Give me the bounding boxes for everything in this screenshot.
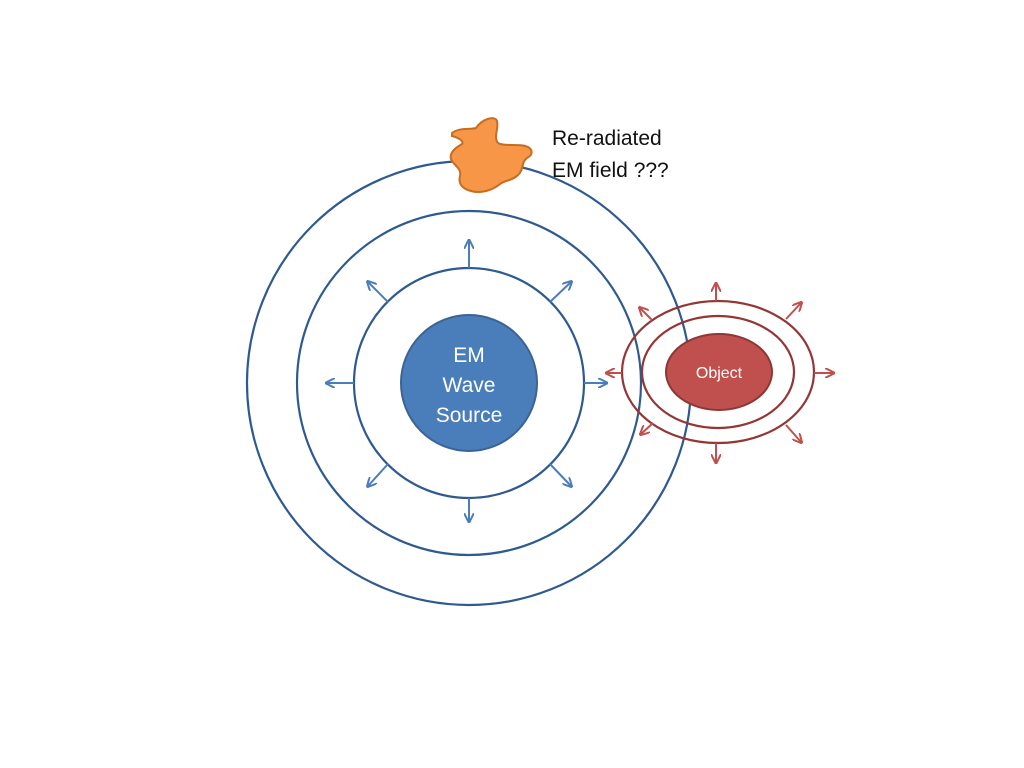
reradiation-blob-icon xyxy=(449,117,533,194)
source-arrow-down-right xyxy=(549,463,571,486)
source-label-line-1: EM xyxy=(453,344,485,367)
object-shape xyxy=(665,333,773,411)
reradiation-annotation: Re-radiated EM field ??? xyxy=(552,127,669,182)
object-arrow-up-left xyxy=(640,308,653,321)
em-wave-source: EM Wave Source xyxy=(400,314,538,452)
source-arrow-up-left xyxy=(368,282,389,303)
object-ring-inner xyxy=(640,314,796,430)
annotation-line-2: EM field ??? xyxy=(552,159,669,182)
source-label-line-2: Wave xyxy=(443,374,496,397)
object-arrow-down-right xyxy=(785,424,801,442)
source-arrows xyxy=(327,241,606,521)
annotation-line-1: Re-radiated xyxy=(552,127,662,150)
object: Object xyxy=(665,333,773,411)
object-arrow-up-right xyxy=(785,303,801,320)
source-label-line-3: Source xyxy=(436,404,503,427)
source-arrow-up-right xyxy=(549,282,571,303)
source-arrow-down-left xyxy=(368,463,389,486)
object-label: Object xyxy=(696,365,743,382)
source-circle xyxy=(400,314,538,452)
wave-ring-middle xyxy=(295,209,643,557)
object-arrow-down-left xyxy=(641,422,654,434)
object-arrows xyxy=(607,284,833,462)
